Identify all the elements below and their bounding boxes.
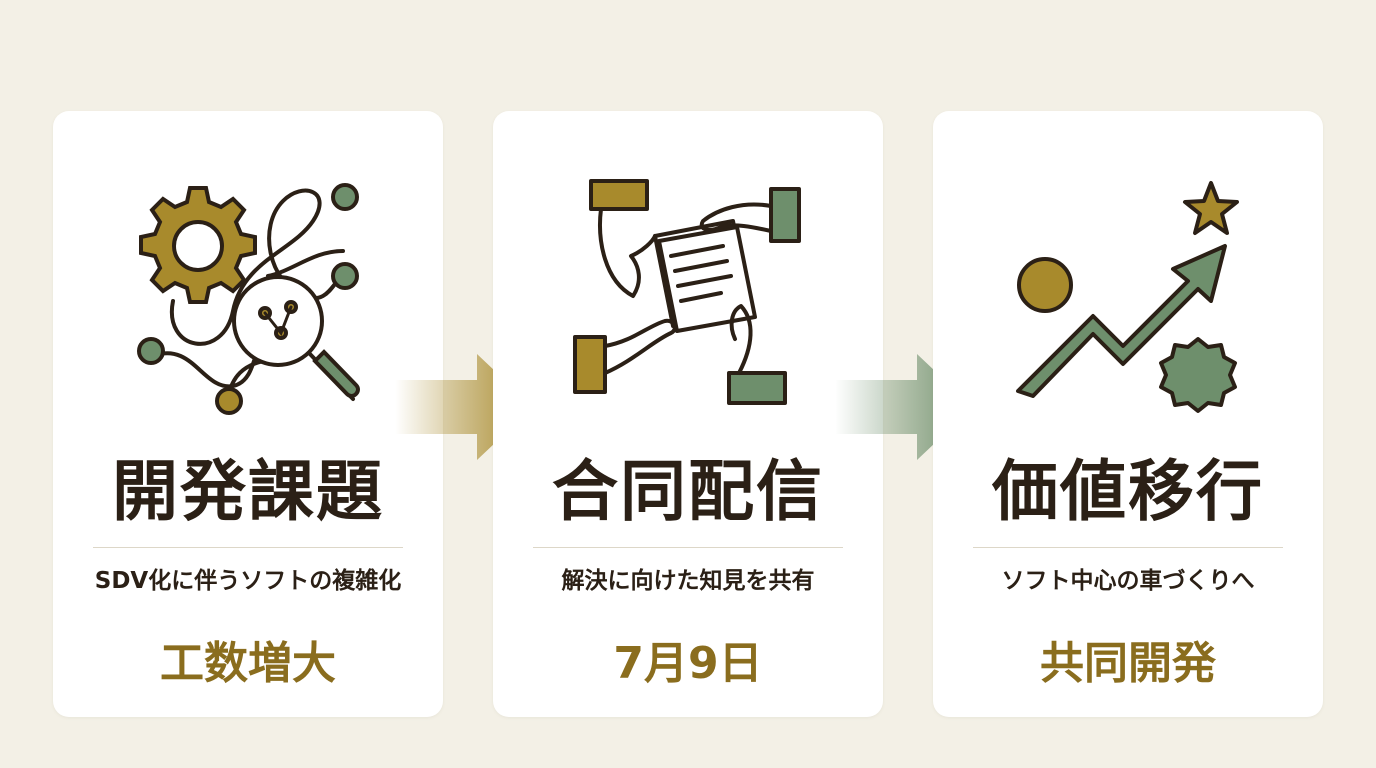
handshake-document-icon: [493, 161, 883, 431]
card-value-shift: 価値移行 ソフト中心の車づくりへ 共同開発: [933, 111, 1323, 717]
growth-arrow-star-icon: [933, 161, 1323, 431]
card-subtitle: ソフト中心の車づくりへ: [1001, 568, 1255, 594]
card-highlight: 7月9日: [613, 638, 763, 689]
divider: [93, 547, 403, 548]
card-title: 価値移行: [992, 452, 1264, 530]
divider: [973, 547, 1283, 548]
card-joint-broadcast: 合同配信 解決に向けた知見を共有 7月9日: [493, 111, 883, 717]
divider: [533, 547, 843, 548]
card-highlight: 共同開発: [1040, 638, 1216, 689]
card-title: 開発課題: [112, 452, 384, 530]
card-highlight: 工数増大: [160, 638, 336, 689]
gear-network-magnifier-icon: [53, 161, 443, 431]
card-title: 合同配信: [552, 452, 824, 530]
card-subtitle: SDV化に伴うソフトの複雑化: [94, 568, 402, 594]
card-subtitle: 解決に向けた知見を共有: [561, 568, 815, 594]
card-development-issue: 開発課題 SDV化に伴うソフトの複雑化 工数増大: [53, 111, 443, 717]
